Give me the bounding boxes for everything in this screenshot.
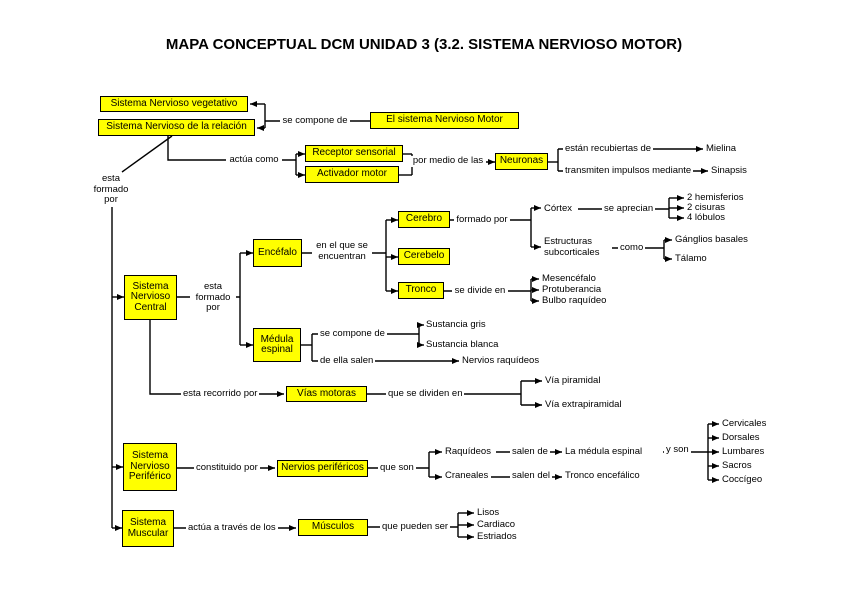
- node-receptor-sensorial: Receptor sensorial: [305, 145, 403, 162]
- edge-label-como: como: [618, 242, 646, 254]
- term-via-piramidal: Vía piramidal: [545, 375, 601, 386]
- node-cerebro: Cerebro: [398, 211, 450, 228]
- term-2-hemisferios: 2 hemisferios: [687, 192, 744, 203]
- term-estriados: Estriados: [477, 531, 517, 542]
- term-tronco-encefalico: Tronco encefálico: [565, 470, 640, 481]
- term-bulbo-raquideo: Bulbo raquídeo: [542, 295, 607, 306]
- term-estructuras-subcorticales: Estructuras subcorticales: [544, 236, 600, 258]
- term-la-medula-espinal: La médula espinal: [565, 446, 643, 457]
- edge-label-esta-formado-por-snc: esta formado por: [190, 281, 236, 314]
- term-cortex: Córtex: [544, 203, 572, 214]
- term-2-cisuras: 2 cisuras: [687, 202, 726, 213]
- edge-label-por-medio-de-las: por medio de las: [410, 155, 486, 167]
- term-lisos: Lisos: [477, 507, 500, 518]
- edge-label-en-el-que-se-encuentran: en el que se encuentran: [312, 240, 372, 262]
- term-sustancia-gris: Sustancia gris: [426, 319, 486, 330]
- node-cerebelo: Cerebelo: [398, 248, 450, 265]
- edge-label-formado-por: formado por: [454, 214, 510, 226]
- node-sistema-nervioso-motor: El sistema Nervioso Motor: [370, 112, 519, 129]
- edge-label-y-son: y son: [664, 444, 691, 456]
- node-vias-motoras: Vías motoras: [286, 386, 367, 402]
- edge-label-se-compone-de-medula: se compone de: [318, 328, 387, 340]
- term-cardiaco: Cardiaco: [477, 519, 516, 530]
- node-neuronas: Neuronas: [495, 153, 548, 170]
- edge-label-se-aprecian: se aprecian: [602, 203, 656, 215]
- edge-label-esta-formado-por-raiz: esta formado por: [93, 173, 129, 205]
- edge-label-se-divide-en: se divide en: [452, 285, 508, 297]
- term-sacros: Sacros: [722, 460, 752, 471]
- term-protuberancia: Protuberancia: [542, 284, 602, 295]
- node-sistema-nervioso-periferico: Sistema Nervioso Periférico: [123, 443, 177, 491]
- node-sistema-nervioso-relacion: Sistema Nervioso de la relación: [98, 119, 255, 136]
- term-sinapsis: Sinapsis: [711, 165, 747, 176]
- term-cervicales: Cervicales: [722, 418, 767, 429]
- term-raquideos: Raquídeos: [445, 446, 491, 457]
- edge-label-actua-como: actúa como: [226, 154, 282, 166]
- edge-label-que-son: que son: [378, 462, 416, 474]
- edge-label-actua-a-traves-de-los: actúa a través de los: [186, 522, 278, 534]
- edge-label-salen-del: salen del: [510, 470, 553, 482]
- edge-label-transmiten-impulsos: transmiten impulsos mediante: [563, 165, 694, 177]
- term-mielina: Mielina: [706, 143, 737, 154]
- term-mesencefalo: Mesencéfalo: [542, 273, 596, 284]
- node-activador-motor: Activador motor: [305, 166, 399, 183]
- term-nervios-raquideos: Nervios raquídeos: [462, 355, 540, 366]
- node-sistema-muscular: Sistema Muscular: [122, 510, 174, 547]
- edge-label-constituido-por: constituido por: [194, 462, 260, 474]
- node-musculos: Músculos: [298, 519, 368, 536]
- node-medula-espinal: Médula espinal: [253, 328, 301, 362]
- page-title: MAPA CONCEPTUAL DCM UNIDAD 3 (3.2. SISTE…: [165, 36, 683, 53]
- node-encefalo: Encéfalo: [253, 239, 302, 267]
- term-via-extrapiramidal: Vía extrapiramidal: [545, 399, 622, 410]
- term-4-lobulos: 4 lóbulos: [687, 212, 726, 223]
- edge-label-se-compone-de: se compone de: [280, 115, 350, 127]
- edge-label-que-pueden-ser: que pueden ser: [380, 521, 451, 533]
- edge-label-que-se-dividen-en: que se dividen en: [386, 388, 465, 400]
- term-ganglios-basales: Gánglios basales: [675, 234, 748, 245]
- edge-label-estan-recubiertas-de: están recubiertas de: [563, 143, 654, 155]
- term-lumbares: Lumbares: [722, 446, 765, 457]
- node-tronco: Tronco: [398, 282, 444, 299]
- node-sistema-nervioso-vegetativo: Sistema Nervioso vegetativo: [100, 96, 248, 112]
- term-craneales: Craneales: [445, 470, 489, 481]
- term-coccigeo: Coccígeo: [722, 474, 763, 485]
- edge-label-esta-recorrido-por: esta recorrido por: [181, 388, 260, 400]
- node-sistema-nervioso-central: Sistema Nervioso Central: [124, 275, 177, 320]
- node-nervios-perifericos: Nervios periféricos: [277, 460, 368, 477]
- edge-label-salen-de: salen de: [510, 446, 550, 458]
- term-dorsales: Dorsales: [722, 432, 760, 443]
- term-talamo: Tálamo: [675, 253, 707, 264]
- edge-label-de-ella-salen: de ella salen: [318, 355, 376, 367]
- term-sustancia-blanca: Sustancia blanca: [426, 339, 499, 350]
